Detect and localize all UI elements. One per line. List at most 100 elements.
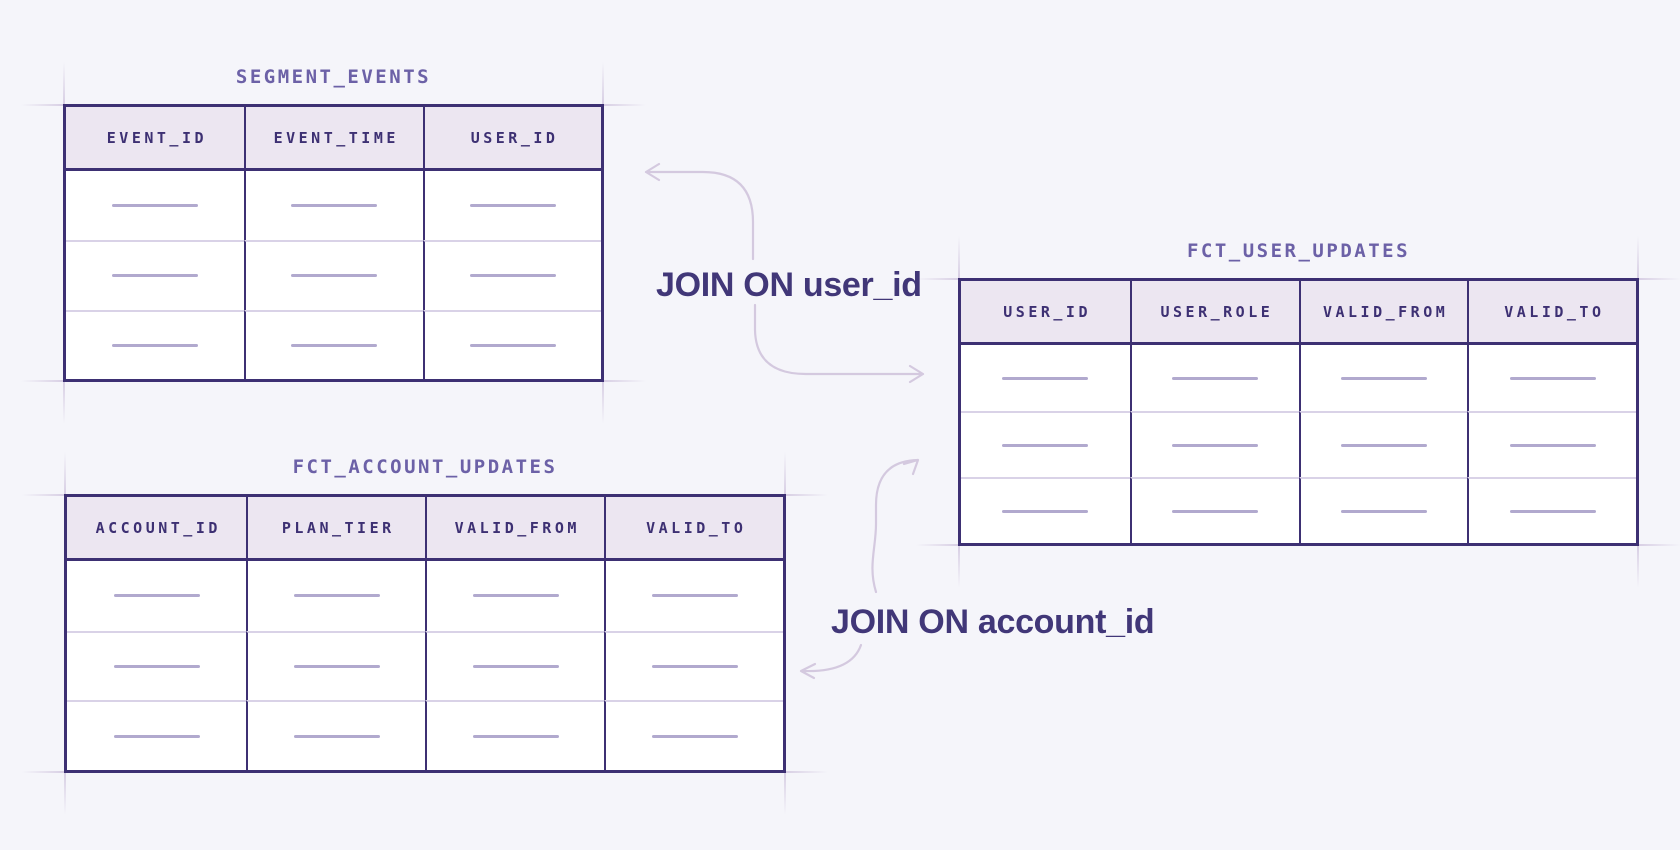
placeholder-dash — [112, 204, 199, 208]
placeholder-dash — [1002, 509, 1089, 513]
table-cell — [246, 630, 425, 701]
crop-mark — [21, 380, 63, 382]
placeholder-dash — [472, 664, 559, 668]
placeholder-dash — [113, 734, 200, 738]
placeholder-dash — [291, 274, 378, 278]
table-cell — [961, 411, 1130, 477]
table-cell — [1467, 345, 1636, 411]
join-label-user-id: JOIN ON user_id — [656, 266, 922, 304]
placeholder-dash — [1002, 376, 1089, 380]
placeholder-dash — [113, 664, 200, 668]
crop-mark — [1637, 546, 1639, 588]
table-cell — [604, 561, 783, 631]
placeholder-dash — [1172, 443, 1259, 447]
placeholder-dash — [291, 204, 378, 208]
column-header: VALID_FROM — [425, 497, 604, 561]
placeholder-dash — [1340, 443, 1427, 447]
column-header: ACCOUNT_ID — [67, 497, 246, 561]
crop-mark — [1639, 278, 1680, 280]
placeholder-dash — [112, 343, 199, 347]
placeholder-dash — [469, 343, 556, 347]
table-title-segment-events: SEGMENT_EVENTS — [235, 66, 432, 88]
placeholder-dash — [1172, 376, 1259, 380]
table-cell — [1298, 477, 1468, 543]
placeholder-dash — [112, 274, 199, 278]
column-header: EVENT_TIME — [244, 107, 423, 171]
table-cell — [1467, 411, 1636, 477]
crop-mark — [22, 771, 64, 773]
crop-mark — [64, 773, 66, 815]
placeholder-dash — [1172, 509, 1259, 513]
column-header: VALID_TO — [1467, 281, 1636, 345]
table-cell — [66, 171, 245, 241]
table-cell — [422, 171, 601, 241]
arrow-user-join-to-segment-events — [644, 162, 755, 261]
table-cell — [246, 561, 425, 631]
crop-mark — [784, 773, 786, 815]
placeholder-dash — [1509, 443, 1596, 447]
column-header: USER_ID — [422, 107, 601, 171]
crop-mark — [786, 494, 828, 496]
table-cell — [66, 309, 245, 379]
placeholder-dash — [1002, 443, 1089, 447]
table-cell — [1298, 345, 1468, 411]
table-cell — [1129, 411, 1299, 477]
placeholder-dash — [291, 343, 378, 347]
column-header: VALID_TO — [604, 497, 783, 561]
placeholder-dash — [651, 734, 738, 738]
arrow-account-join-to-fct-user-updates — [871, 458, 920, 594]
table-cell — [67, 700, 246, 770]
table-cell — [604, 700, 783, 770]
crop-mark — [604, 380, 646, 382]
placeholder-dash — [113, 594, 200, 598]
placeholder-dash — [472, 734, 559, 738]
crop-mark — [604, 104, 646, 106]
placeholder-dash — [1340, 509, 1427, 513]
table-cell — [422, 309, 601, 379]
table-cell — [244, 309, 423, 379]
table-cell — [1467, 477, 1636, 543]
table-cell — [1129, 477, 1299, 543]
table-cell — [67, 561, 246, 631]
table-cell — [1298, 411, 1468, 477]
placeholder-dash — [1340, 376, 1427, 380]
placeholder-dash — [1509, 509, 1596, 513]
table-cell — [425, 700, 604, 770]
placeholder-dash — [651, 664, 738, 668]
table-cell — [244, 171, 423, 241]
column-header: USER_ROLE — [1129, 281, 1299, 345]
crop-mark — [916, 544, 958, 546]
table-cell — [66, 240, 245, 310]
placeholder-dash — [293, 594, 380, 598]
crop-mark — [916, 278, 958, 280]
table-cell — [246, 700, 425, 770]
table-cell — [422, 240, 601, 310]
table-cell — [604, 630, 783, 701]
table-cell — [244, 240, 423, 310]
table-cell — [1129, 345, 1299, 411]
table-title-fct-account-updates: FCT_ACCOUNT_UPDATES — [292, 456, 558, 478]
placeholder-dash — [293, 734, 380, 738]
join-label-account-id: JOIN ON account_id — [831, 603, 1155, 641]
crop-mark — [1639, 544, 1680, 546]
table-title-fct-user-updates: FCT_USER_UPDATES — [1186, 240, 1411, 262]
column-header: EVENT_ID — [66, 107, 245, 171]
placeholder-dash — [469, 274, 556, 278]
crop-mark — [786, 771, 828, 773]
crop-mark — [958, 546, 960, 588]
table-cell — [67, 630, 246, 701]
crop-mark — [22, 494, 64, 496]
crop-mark — [63, 382, 65, 424]
column-header: VALID_FROM — [1298, 281, 1468, 345]
column-header: PLAN_TIER — [246, 497, 425, 561]
placeholder-dash — [651, 594, 738, 598]
placeholder-dash — [293, 664, 380, 668]
placeholder-dash — [469, 204, 556, 208]
